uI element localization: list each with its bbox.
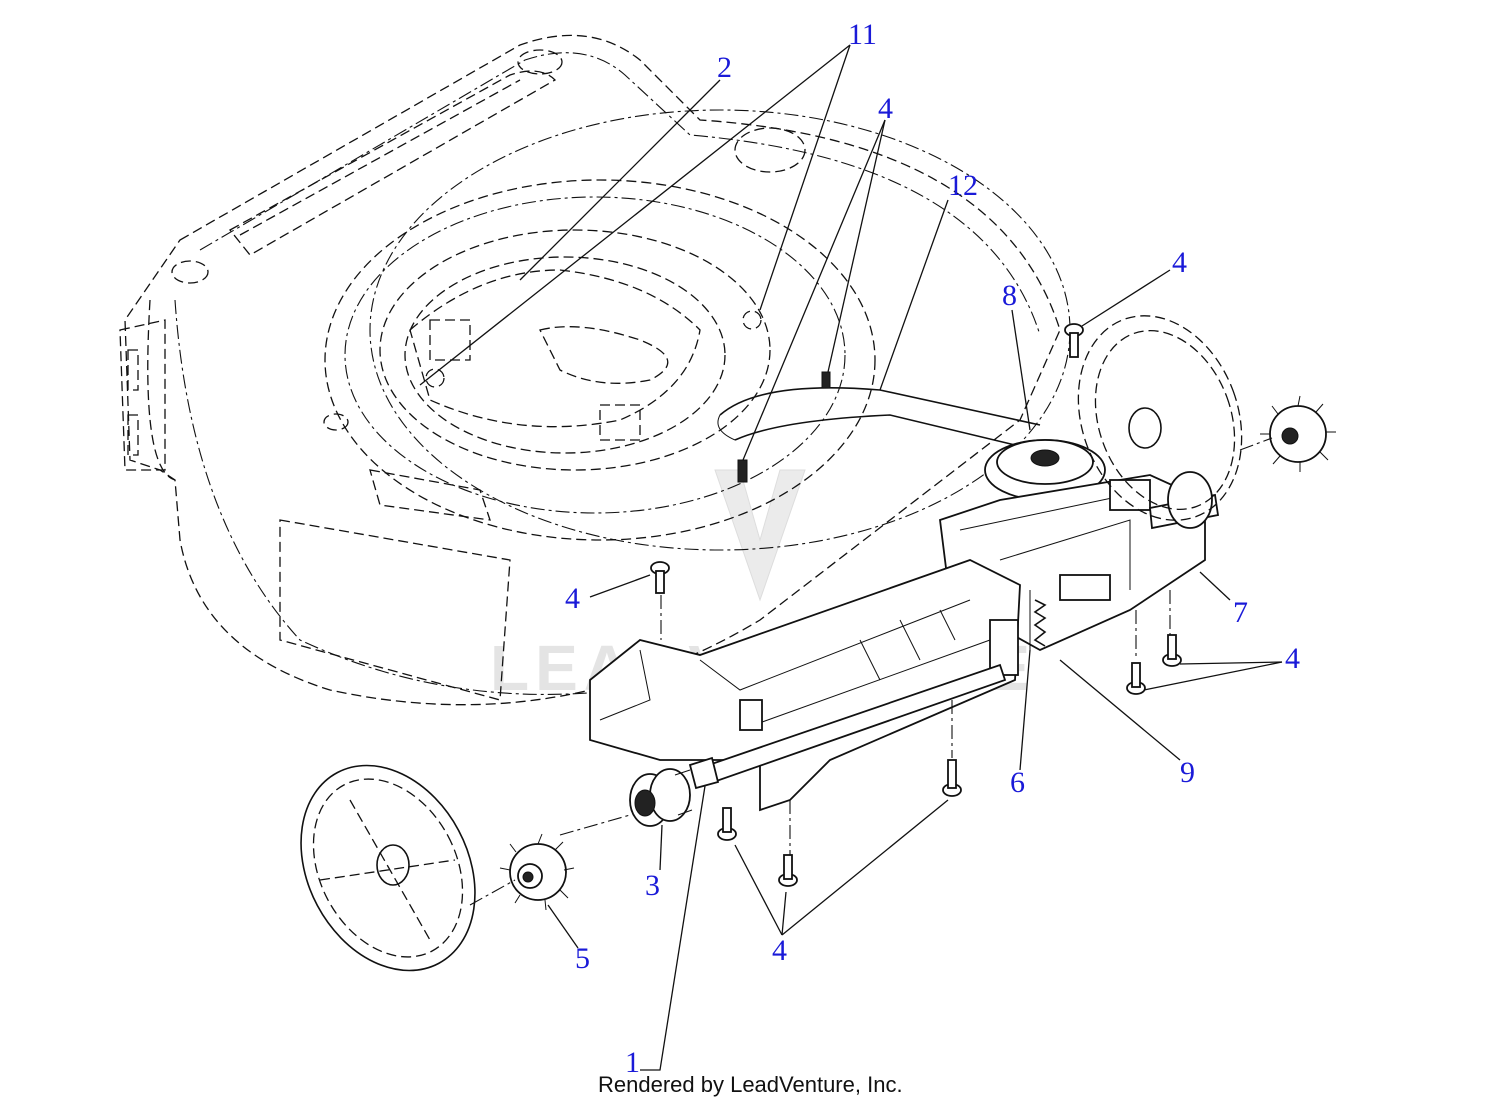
callout-4-top: 4 xyxy=(878,92,893,125)
callout-3: 3 xyxy=(645,869,660,902)
callout-8: 8 xyxy=(1002,279,1017,312)
spring xyxy=(1033,599,1047,647)
right-pinion-gear xyxy=(1260,395,1336,472)
callout-2: 2 xyxy=(717,51,732,84)
bolt-deck-left xyxy=(737,459,748,483)
bolt-housing-left xyxy=(650,561,670,594)
footer-credit: Rendered by LeadVenture, Inc. xyxy=(598,1072,903,1097)
bolt-front-1 xyxy=(942,759,962,797)
center-lines xyxy=(469,437,1273,906)
callout-labels: 11 2 4 12 4 8 4 7 4 6 9 3 4 5 1 xyxy=(565,18,1300,1079)
callout-11: 11 xyxy=(848,18,877,51)
callout-12: 12 xyxy=(948,169,978,202)
callout-4-front: 4 xyxy=(772,934,787,967)
bolt-wheel-right xyxy=(1064,323,1084,358)
front-axle-housing xyxy=(589,559,1021,812)
bolt-rear-1 xyxy=(1126,662,1146,695)
callout-4-rear: 4 xyxy=(1285,642,1300,675)
bolts xyxy=(650,323,1182,887)
left-pinion-gear xyxy=(499,833,575,911)
callout-7: 7 xyxy=(1233,596,1248,629)
callout-9: 9 xyxy=(1180,756,1195,789)
bolt-front-2 xyxy=(717,807,737,841)
bearing-gear xyxy=(629,768,693,827)
callout-4-left: 4 xyxy=(565,582,580,615)
callout-6: 6 xyxy=(1010,766,1025,799)
drive-belt xyxy=(717,386,1041,446)
callout-1: 1 xyxy=(625,1046,640,1079)
callout-5: 5 xyxy=(575,942,590,975)
mower-deck xyxy=(119,34,1071,706)
leader-lines xyxy=(419,44,1283,1071)
right-wheel xyxy=(1077,315,1243,521)
callout-4-right: 4 xyxy=(1172,246,1187,279)
left-wheel xyxy=(300,764,476,972)
bolt-front-3 xyxy=(778,854,798,887)
bolt-deck-top xyxy=(821,371,831,389)
bolt-rear-2 xyxy=(1162,634,1182,667)
